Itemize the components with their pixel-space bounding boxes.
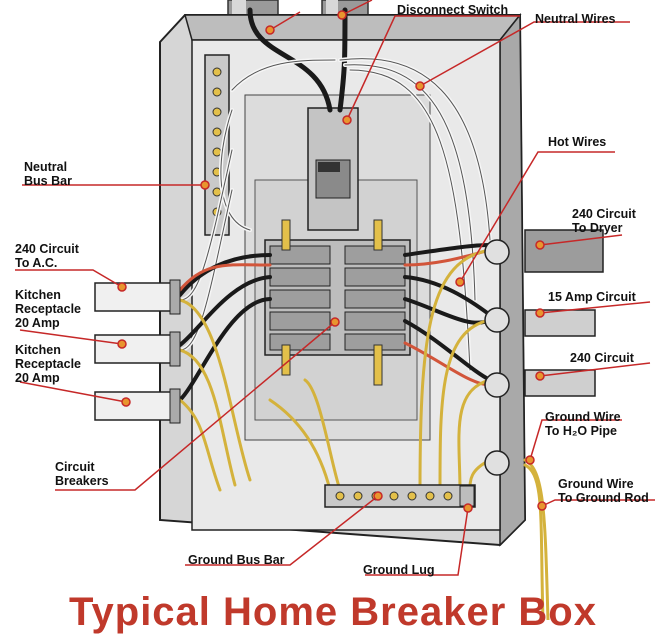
disconnect-switch-label: Disconnect Switch (397, 3, 509, 17)
right-cables (484, 229, 604, 476)
kitchen-receptacle-2-line1: Kitchen (15, 343, 61, 357)
breaker-box-diagram (15, 0, 655, 620)
hot-wires-label: Hot Wires (548, 135, 607, 149)
kitchen-receptacle-1-line2: Receptacle (15, 302, 82, 316)
kitchen-receptacle-2-line2: Receptacle (15, 357, 82, 371)
leader-lines (15, 0, 655, 576)
neutral-wires-label: Neutral Wires (535, 12, 616, 26)
circuit-240-label: 240 Circuit (570, 351, 634, 365)
kitchen-receptacle-2-line3: 20 Amp (15, 371, 60, 385)
neutral-bus-bar-label-2: Bus Bar (24, 174, 72, 188)
breaker-stack (264, 219, 411, 386)
main-disconnect (307, 107, 359, 231)
ground-wire-pipe-label-1: Ground Wire (545, 410, 621, 424)
ground-bus-bar (324, 484, 476, 508)
kitchen-receptacle-1-line1: Kitchen (15, 288, 61, 302)
ground-lug-label: Ground Lug (363, 563, 435, 577)
circuit-240-ac-label-1: 240 Circuit (15, 242, 79, 256)
circuit-breakers-label-2: Breakers (55, 474, 109, 488)
circuit-240-dryer-label-1: 240 Circuit (572, 207, 636, 221)
diagram-title: Typical Home Breaker Box (69, 590, 597, 634)
leader-dots (117, 10, 547, 513)
amp-15-circuit-label: 15 Amp Circuit (548, 290, 636, 304)
ground-bus-bar-label: Ground Bus Bar (188, 553, 285, 567)
circuit-breakers-label-1: Circuit (55, 460, 95, 474)
circuit-240-dryer-label-2: To Dryer (572, 221, 623, 235)
neutral-bus-bar-label-1: Neutral (24, 160, 68, 174)
left-cables (94, 279, 181, 424)
circuit-240-ac-label-2: To A.C. (15, 256, 58, 270)
kitchen-receptacle-1-line3: 20 Amp (15, 316, 60, 330)
ground-wire-pipe-label-2: To H₂O Pipe (545, 424, 617, 438)
service-wires (178, 7, 492, 372)
ground-wire-rod-label-1: Ground Wire (558, 477, 634, 491)
ground-wire-rod-label-2: To Ground Rod (558, 491, 649, 505)
hot-wires (178, 243, 492, 402)
